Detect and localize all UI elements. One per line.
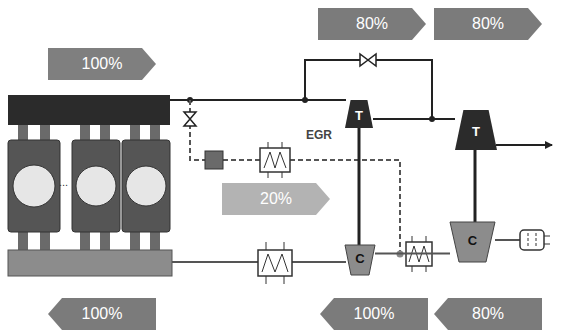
node-outline <box>320 298 428 330</box>
intercooler <box>258 242 292 284</box>
egr-label: EGR <box>306 128 332 142</box>
wastegate-valve <box>360 54 376 66</box>
flow-arrow: 100% <box>320 298 428 330</box>
node-text: 80% <box>472 15 504 33</box>
turbine: T <box>345 100 373 128</box>
flow-arrow: 80% <box>434 298 542 330</box>
compressor: C <box>345 245 375 275</box>
egr-valve <box>184 112 196 126</box>
node-text: T <box>472 124 480 139</box>
flow-pipe <box>373 118 455 120</box>
egr-path <box>190 100 400 256</box>
node-outline <box>434 8 542 40</box>
flow-arrow: 20% <box>222 183 330 215</box>
compressor: C <box>450 222 495 262</box>
flow-arrow: 100% <box>48 48 156 80</box>
flow-arrow: 100% <box>48 298 156 330</box>
node-text: C <box>468 233 477 248</box>
flow-arrow: 80% <box>434 8 542 40</box>
turbo-shaft <box>358 128 361 245</box>
node-outline <box>318 8 426 40</box>
cylinders <box>8 140 170 232</box>
egr-filter <box>205 151 223 169</box>
node-text: T <box>355 108 363 123</box>
ellipsis-label: ... <box>59 176 68 188</box>
node-text: 100% <box>82 305 123 323</box>
node-outline <box>222 183 330 215</box>
node-outline <box>434 298 542 330</box>
node-outline <box>345 245 375 275</box>
exhaust-pipes <box>170 60 552 145</box>
node-text: 100% <box>82 55 123 73</box>
air-filter <box>520 230 550 250</box>
egr-cooler <box>260 142 290 178</box>
node-text: C <box>355 251 364 266</box>
node-outline <box>48 298 156 330</box>
node-text: 80% <box>356 15 388 33</box>
node-text: 20% <box>260 190 292 208</box>
turbo-shaft <box>474 150 477 222</box>
intake-manifold <box>8 250 172 276</box>
flow-arrow: 80% <box>318 8 426 40</box>
flow-pipe <box>375 253 450 255</box>
turbine: T <box>455 110 497 150</box>
exhaust-manifold <box>8 95 170 125</box>
node-outline <box>450 222 495 262</box>
node-outline <box>345 100 373 128</box>
node-text: 80% <box>472 305 504 323</box>
node-text: 100% <box>354 305 395 323</box>
node-outline <box>455 110 497 150</box>
node-outline <box>48 48 156 80</box>
